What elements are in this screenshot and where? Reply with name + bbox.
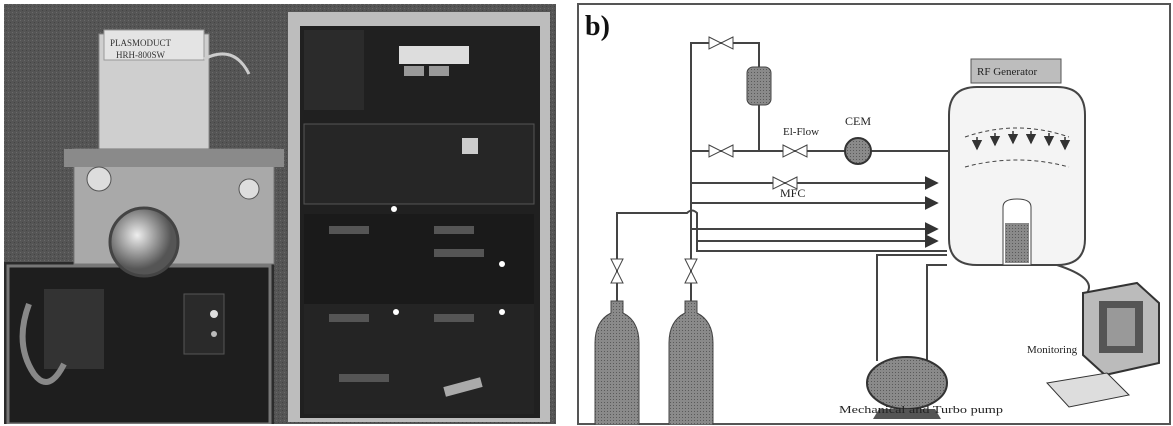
cem-label: CEM [845,114,871,128]
cem-unit [845,138,871,164]
machine-badge-line-2: HRH-800SW [116,50,166,60]
mfc-label: MFC [780,186,805,200]
plasma-chamber-schematic [949,59,1085,265]
pump-label: Mechanical and Turbo pump [839,404,1004,416]
monitoring-label: Monitoring [1027,344,1078,356]
panel-label: b) [585,11,610,42]
lower-cabinet [8,266,270,424]
rf-generator-label: RF Generator [977,66,1038,78]
machine-badge-line-1: PLASMODUCT [110,38,172,48]
control-rack [288,12,550,422]
equipment-photo: PLASMODUCT HRH-800SW [4,4,556,424]
filter-vessel [747,67,771,105]
system-schematic: b) [577,3,1171,425]
el-flow-label: El-Flow [783,126,819,138]
